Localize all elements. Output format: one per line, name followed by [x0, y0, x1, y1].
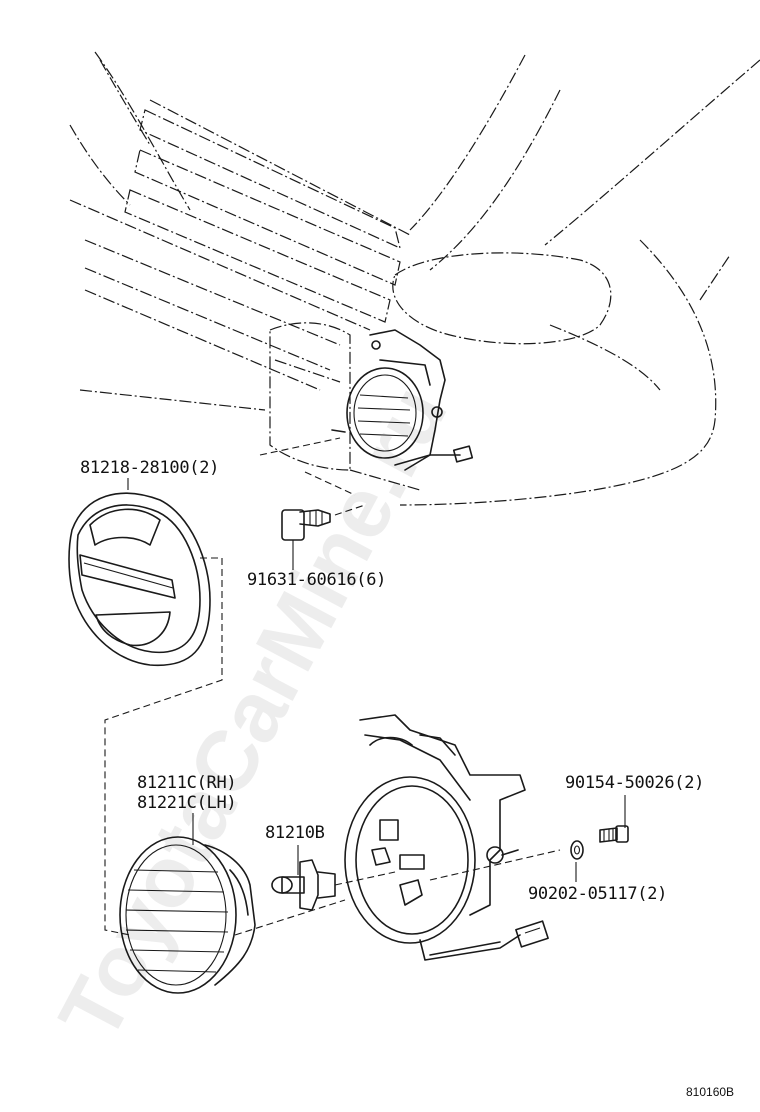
screw	[599, 825, 629, 843]
washer	[570, 840, 584, 860]
fog-lamp-housing	[344, 714, 549, 961]
label-bulb: 81210B	[265, 823, 325, 843]
bulb	[271, 859, 336, 911]
fog-lamp-cover	[68, 492, 211, 667]
label-fog-lamp-lh: 81221C(LH)	[137, 793, 237, 813]
label-screw: 90154-50026(2)	[565, 773, 705, 793]
label-bolt: 91631-60616(6)	[247, 570, 387, 590]
label-cover: 81218-28100(2)	[80, 458, 220, 478]
label-washer: 90202-05117(2)	[528, 884, 668, 904]
label-fog-lamp-rh: 81211C(RH)	[137, 773, 237, 793]
fog-lamp-lens	[119, 836, 256, 994]
diagram-code: 810160B	[686, 1085, 735, 1099]
car-front-outline	[69, 51, 760, 506]
installed-fog-lamp	[331, 329, 474, 471]
